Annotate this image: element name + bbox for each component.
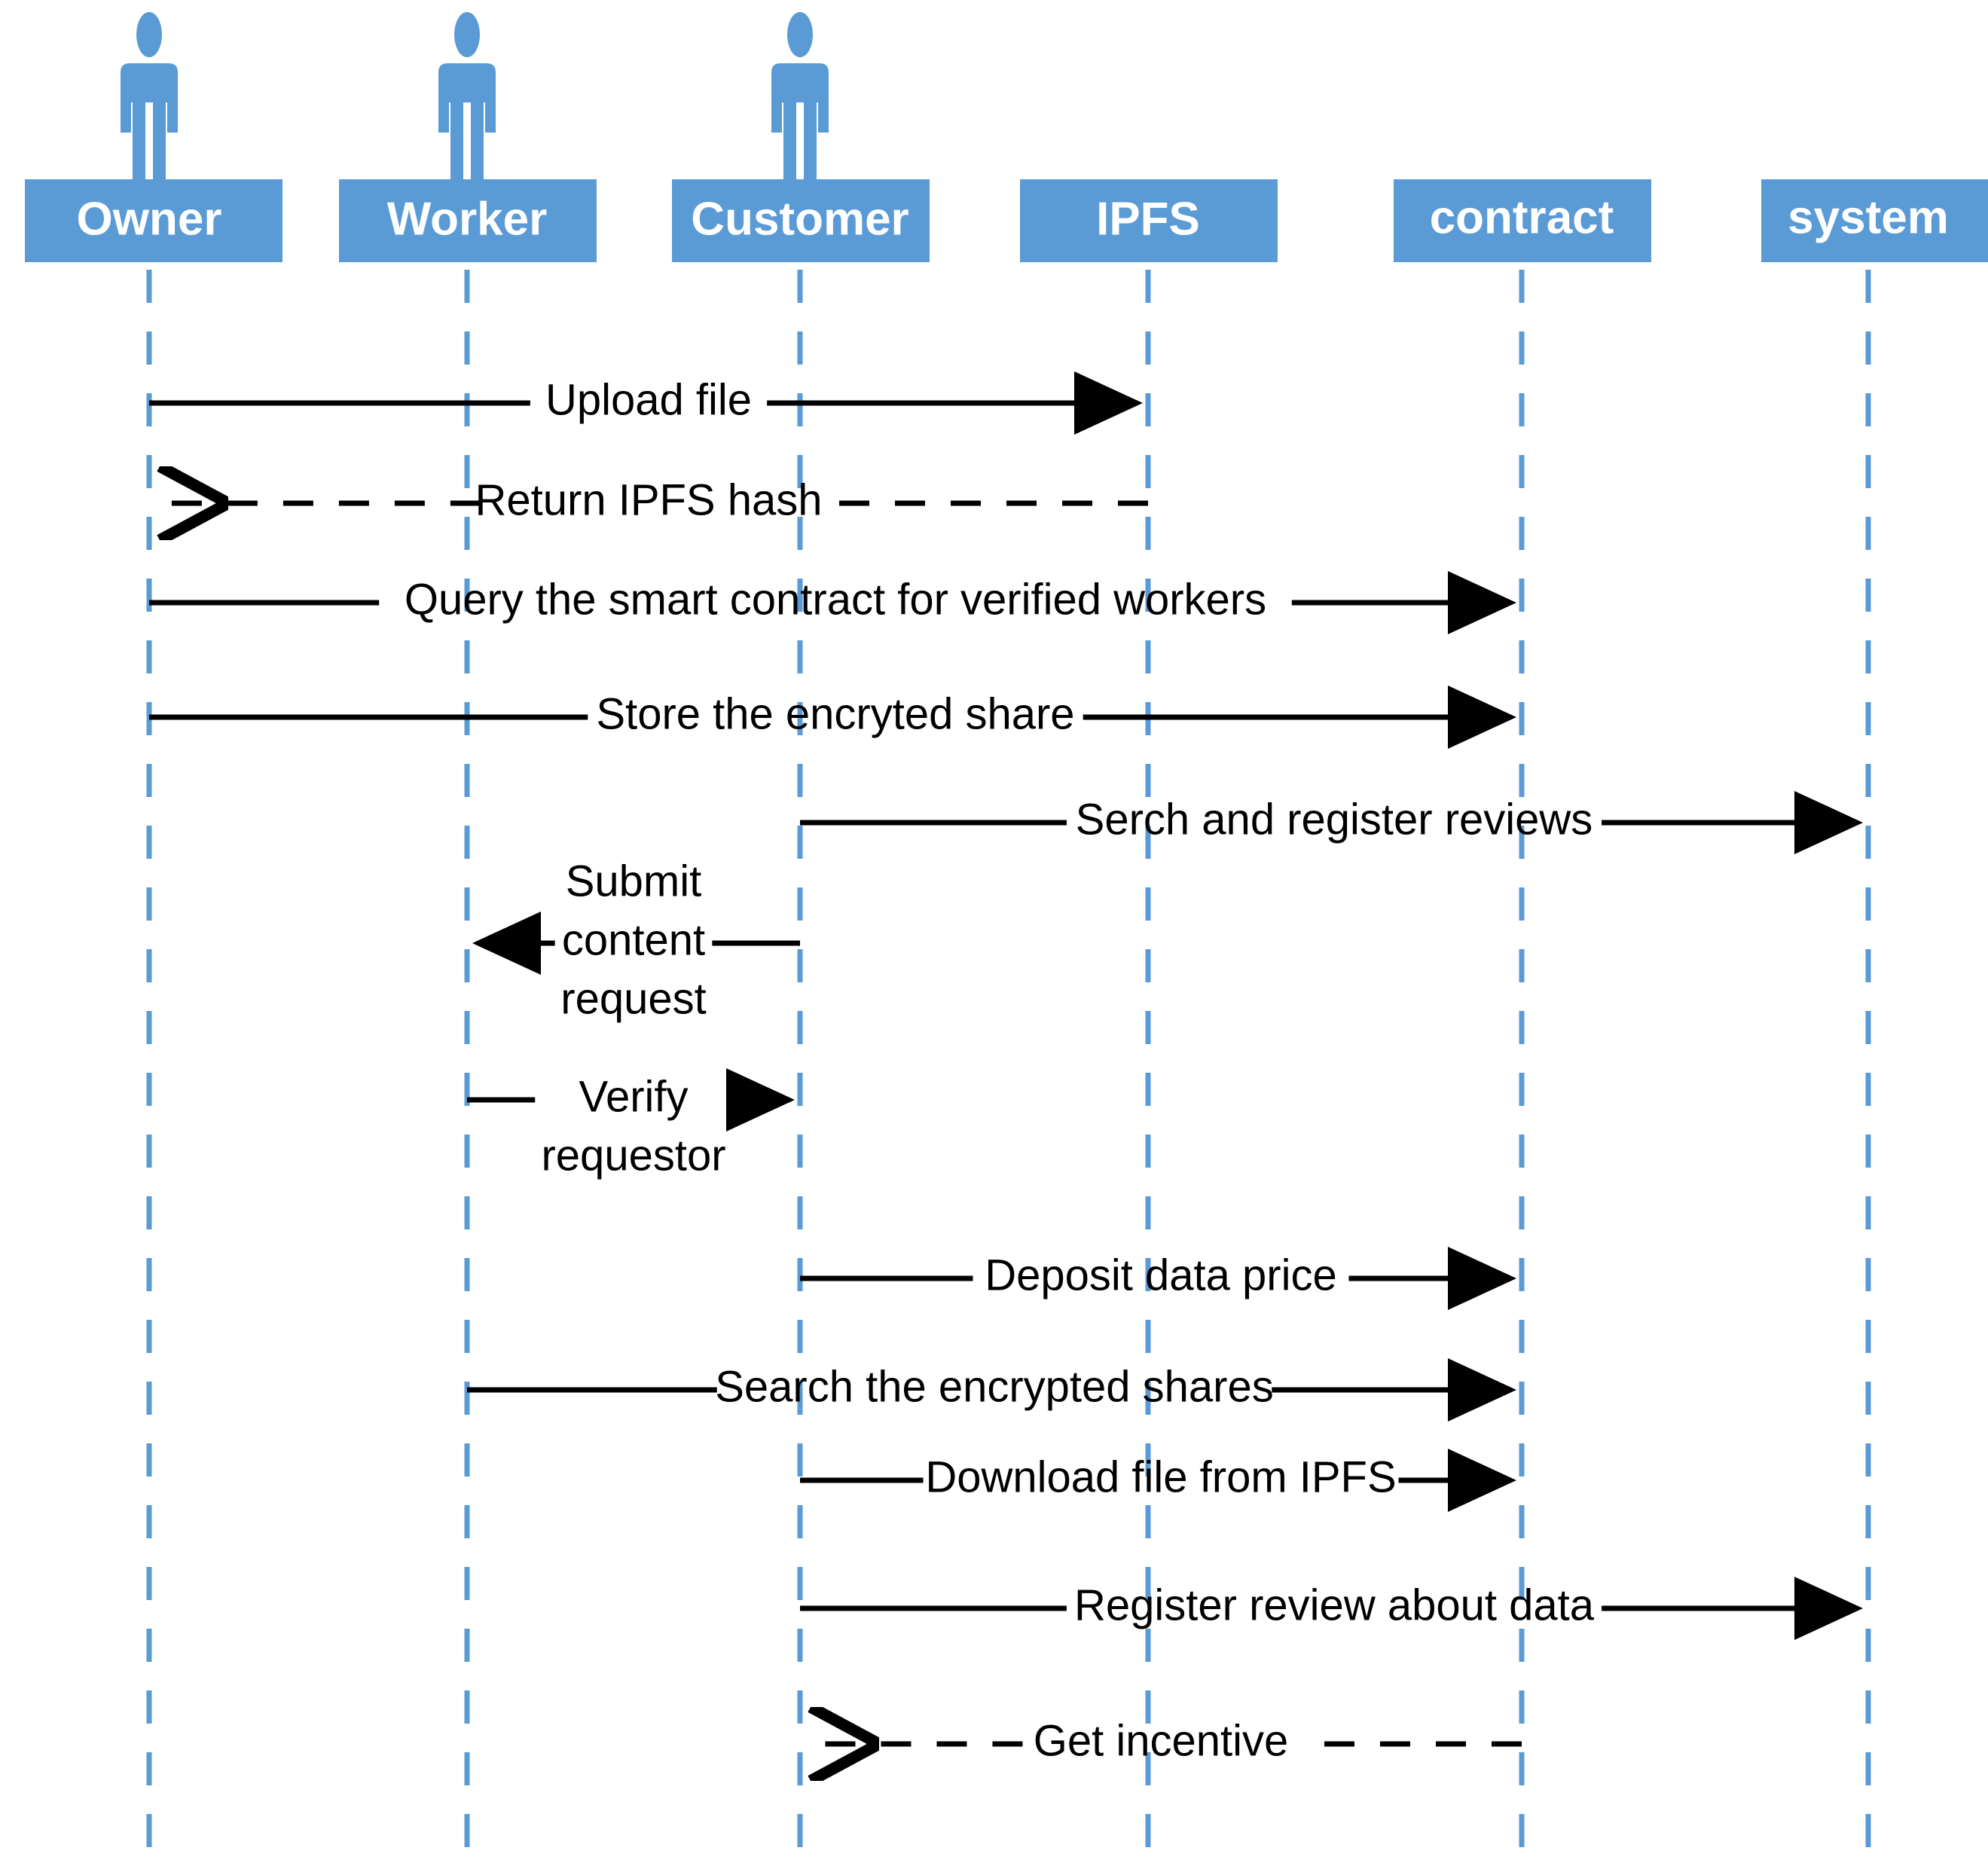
- actor-leg-right-icon: [471, 96, 484, 179]
- actor-person-icon: [771, 12, 829, 179]
- message-label: Store the encryted share: [596, 689, 1074, 738]
- message-label: Download file from IPFS: [925, 1452, 1396, 1501]
- message-label: Return IPFS hash: [475, 475, 823, 524]
- actor-icon-group: [121, 12, 829, 179]
- actor-head-icon: [787, 12, 813, 57]
- message-label: content: [562, 915, 705, 964]
- participant-box-ipfs[interactable]: [1020, 179, 1278, 262]
- participant-label-review_system: Review: [1788, 125, 1949, 177]
- message-label: Deposit data price: [985, 1251, 1336, 1299]
- message-label: Register review about data: [1074, 1580, 1595, 1629]
- participant-box-owner[interactable]: [25, 179, 282, 262]
- participant-label-owner: Owner: [77, 193, 222, 245]
- actor-torso-icon: [121, 63, 178, 133]
- message-label: Get incentive: [1034, 1716, 1289, 1765]
- actor-person-icon: [121, 12, 178, 179]
- actor-leg-left-icon: [450, 96, 463, 179]
- message-label: Verify: [579, 1072, 688, 1121]
- message-label: Submit: [566, 857, 702, 905]
- actor-leg-right-icon: [153, 96, 166, 179]
- message-label: request: [560, 974, 706, 1023]
- message-label: Upload file: [545, 375, 752, 424]
- participant-label-customer: Customer: [691, 193, 908, 245]
- participant-box-worker[interactable]: [339, 179, 597, 262]
- lifeline-group: [146, 270, 1871, 1868]
- message-label: Serch and register reviews: [1076, 795, 1593, 844]
- participant-box-review_system[interactable]: [1761, 179, 1988, 262]
- participant-box-group: Owner Worker Customer IPFS Smart contract Revi…: [25, 125, 1988, 262]
- participant-label-smart_contract-line2: contract: [1430, 191, 1614, 243]
- actor-head-icon: [454, 12, 480, 57]
- participant-label-smart_contract: Smart: [1455, 125, 1588, 177]
- actor-head-icon: [136, 12, 162, 57]
- participant-label-review_system-line2: system: [1788, 191, 1949, 243]
- actor-torso-icon: [771, 63, 829, 133]
- actor-person-icon: [438, 12, 496, 179]
- message-label: Query the smart contract for verified wo…: [405, 575, 1266, 624]
- participant-box-customer[interactable]: [672, 179, 930, 262]
- participant-label-ipfs: IPFS: [1096, 193, 1200, 245]
- actor-torso-icon: [438, 63, 496, 133]
- actor-leg-left-icon: [133, 96, 145, 179]
- message-label: Search the encrypted shares: [715, 1362, 1274, 1411]
- participant-label-worker: Worker: [387, 193, 548, 245]
- message-arrow-group: [149, 371, 1863, 1744]
- message-label: requestor: [541, 1131, 725, 1180]
- actor-leg-left-icon: [783, 96, 796, 179]
- actor-leg-right-icon: [804, 96, 817, 179]
- participant-box-smart_contract[interactable]: [1394, 179, 1651, 262]
